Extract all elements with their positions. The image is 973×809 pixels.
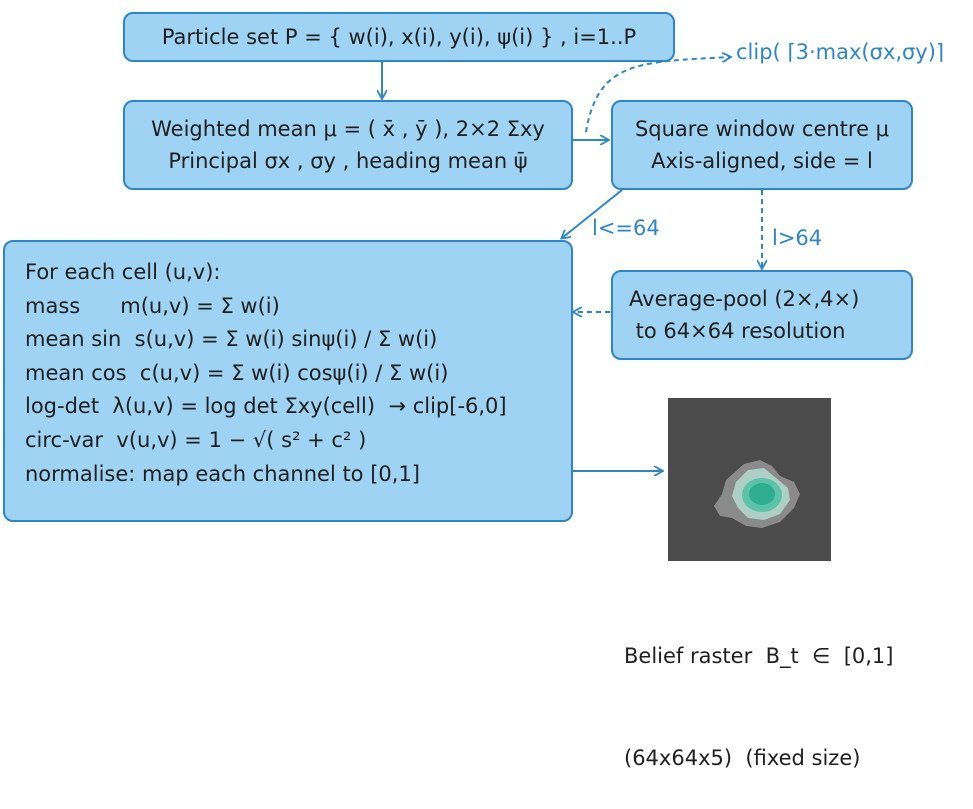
weighted-mean-line1: Weighted mean μ = ( x̄ , ȳ ), 2×2 Σxy — [151, 117, 545, 141]
branch-label-small: l<=64 — [592, 216, 660, 240]
square-window-box: Square window centre μ Axis-aligned, sid… — [611, 100, 913, 190]
average-pool-box: Average-pool (2×,4×) to 64×64 resolution — [611, 270, 913, 360]
clip-label: clip( ⌈3·max(σx,σy)⌉ — [736, 40, 945, 64]
square-window-line2: Axis-aligned, side = l — [651, 149, 873, 173]
cell-line-mass: mass m(u,v) = Σ w(i) — [25, 293, 280, 318]
branch-label-large: l>64 — [772, 226, 823, 250]
belief-raster-caption-line1: Belief raster B_t ∈ [0,1] — [624, 644, 894, 668]
cell-line-normalise: normalise: map each channel to [0,1] — [25, 461, 420, 486]
weighted-mean-line2: Principal σx , σy , heading mean ψ̄ — [168, 149, 528, 173]
belief-raster-caption-line2: (64x64x5) (fixed size) — [624, 746, 861, 770]
cell-line-circ-var: circ-var v(u,v) = 1 − √( s² + c² ) — [25, 427, 367, 452]
cell-line-header: For each cell (u,v): — [25, 260, 221, 284]
cell-line-mean-sin: mean sin s(u,v) = Σ w(i) sinψ(i) / Σ w(i… — [25, 327, 438, 352]
weighted-mean-box: Weighted mean μ = ( x̄ , ȳ ), 2×2 Σxy P… — [123, 100, 573, 190]
cell-line-mean-cos: mean cos c(u,v) = Σ w(i) cosψ(i) / Σ w(i… — [25, 360, 449, 385]
flow-arrows — [0, 0, 973, 636]
average-pool-line1: Average-pool (2×,4×) — [629, 287, 860, 311]
cell-statistics-box: For each cell (u,v): mass m(u,v) = Σ w(i… — [3, 240, 573, 522]
square-window-line1: Square window centre μ — [634, 117, 890, 141]
belief-raster-caption: Belief raster B_t ∈ [0,1] (64x64x5) (fix… — [624, 571, 893, 809]
arrow-window-to-cells — [562, 189, 623, 238]
particle-set-text: Particle set P = { w(i), x(i), y(i), ψ(i… — [161, 25, 637, 49]
average-pool-line2: to 64×64 resolution — [629, 319, 846, 343]
cell-line-log-det: log-det λ(u,v) = log det Σxy(cell) → cli… — [25, 394, 507, 419]
belief-raster-image — [668, 398, 831, 561]
particle-set-box: Particle set P = { w(i), x(i), y(i), ψ(i… — [123, 12, 675, 62]
belief-blob — [714, 460, 800, 528]
